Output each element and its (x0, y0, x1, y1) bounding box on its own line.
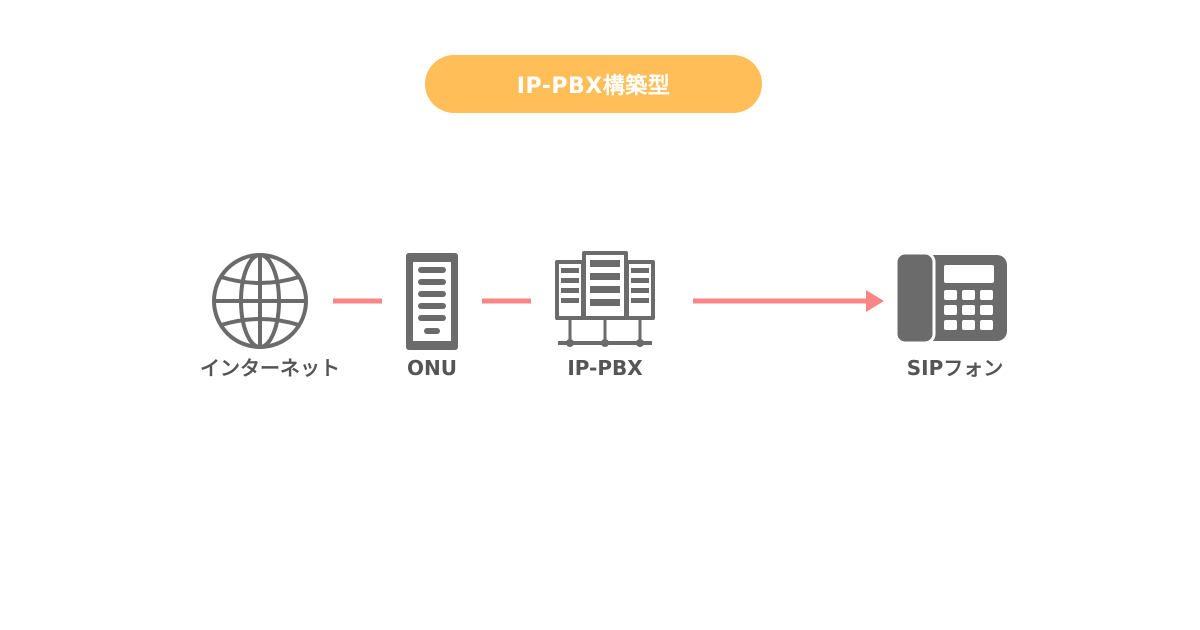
node-label-phone: SIPフォン (906, 356, 1004, 380)
server-rack-icon (555, 251, 655, 347)
node-label-pbx: IP-PBX (567, 356, 643, 380)
node-label-internet: インターネット (200, 356, 340, 380)
desk-phone-icon (894, 251, 1007, 345)
onu-device-icon (406, 253, 458, 350)
diagram-title: IP-PBX構築型 (425, 55, 762, 113)
connector-pbx-phone-arrow (693, 290, 884, 312)
globe-icon (212, 253, 308, 349)
node-label-onu: ONU (407, 356, 457, 380)
